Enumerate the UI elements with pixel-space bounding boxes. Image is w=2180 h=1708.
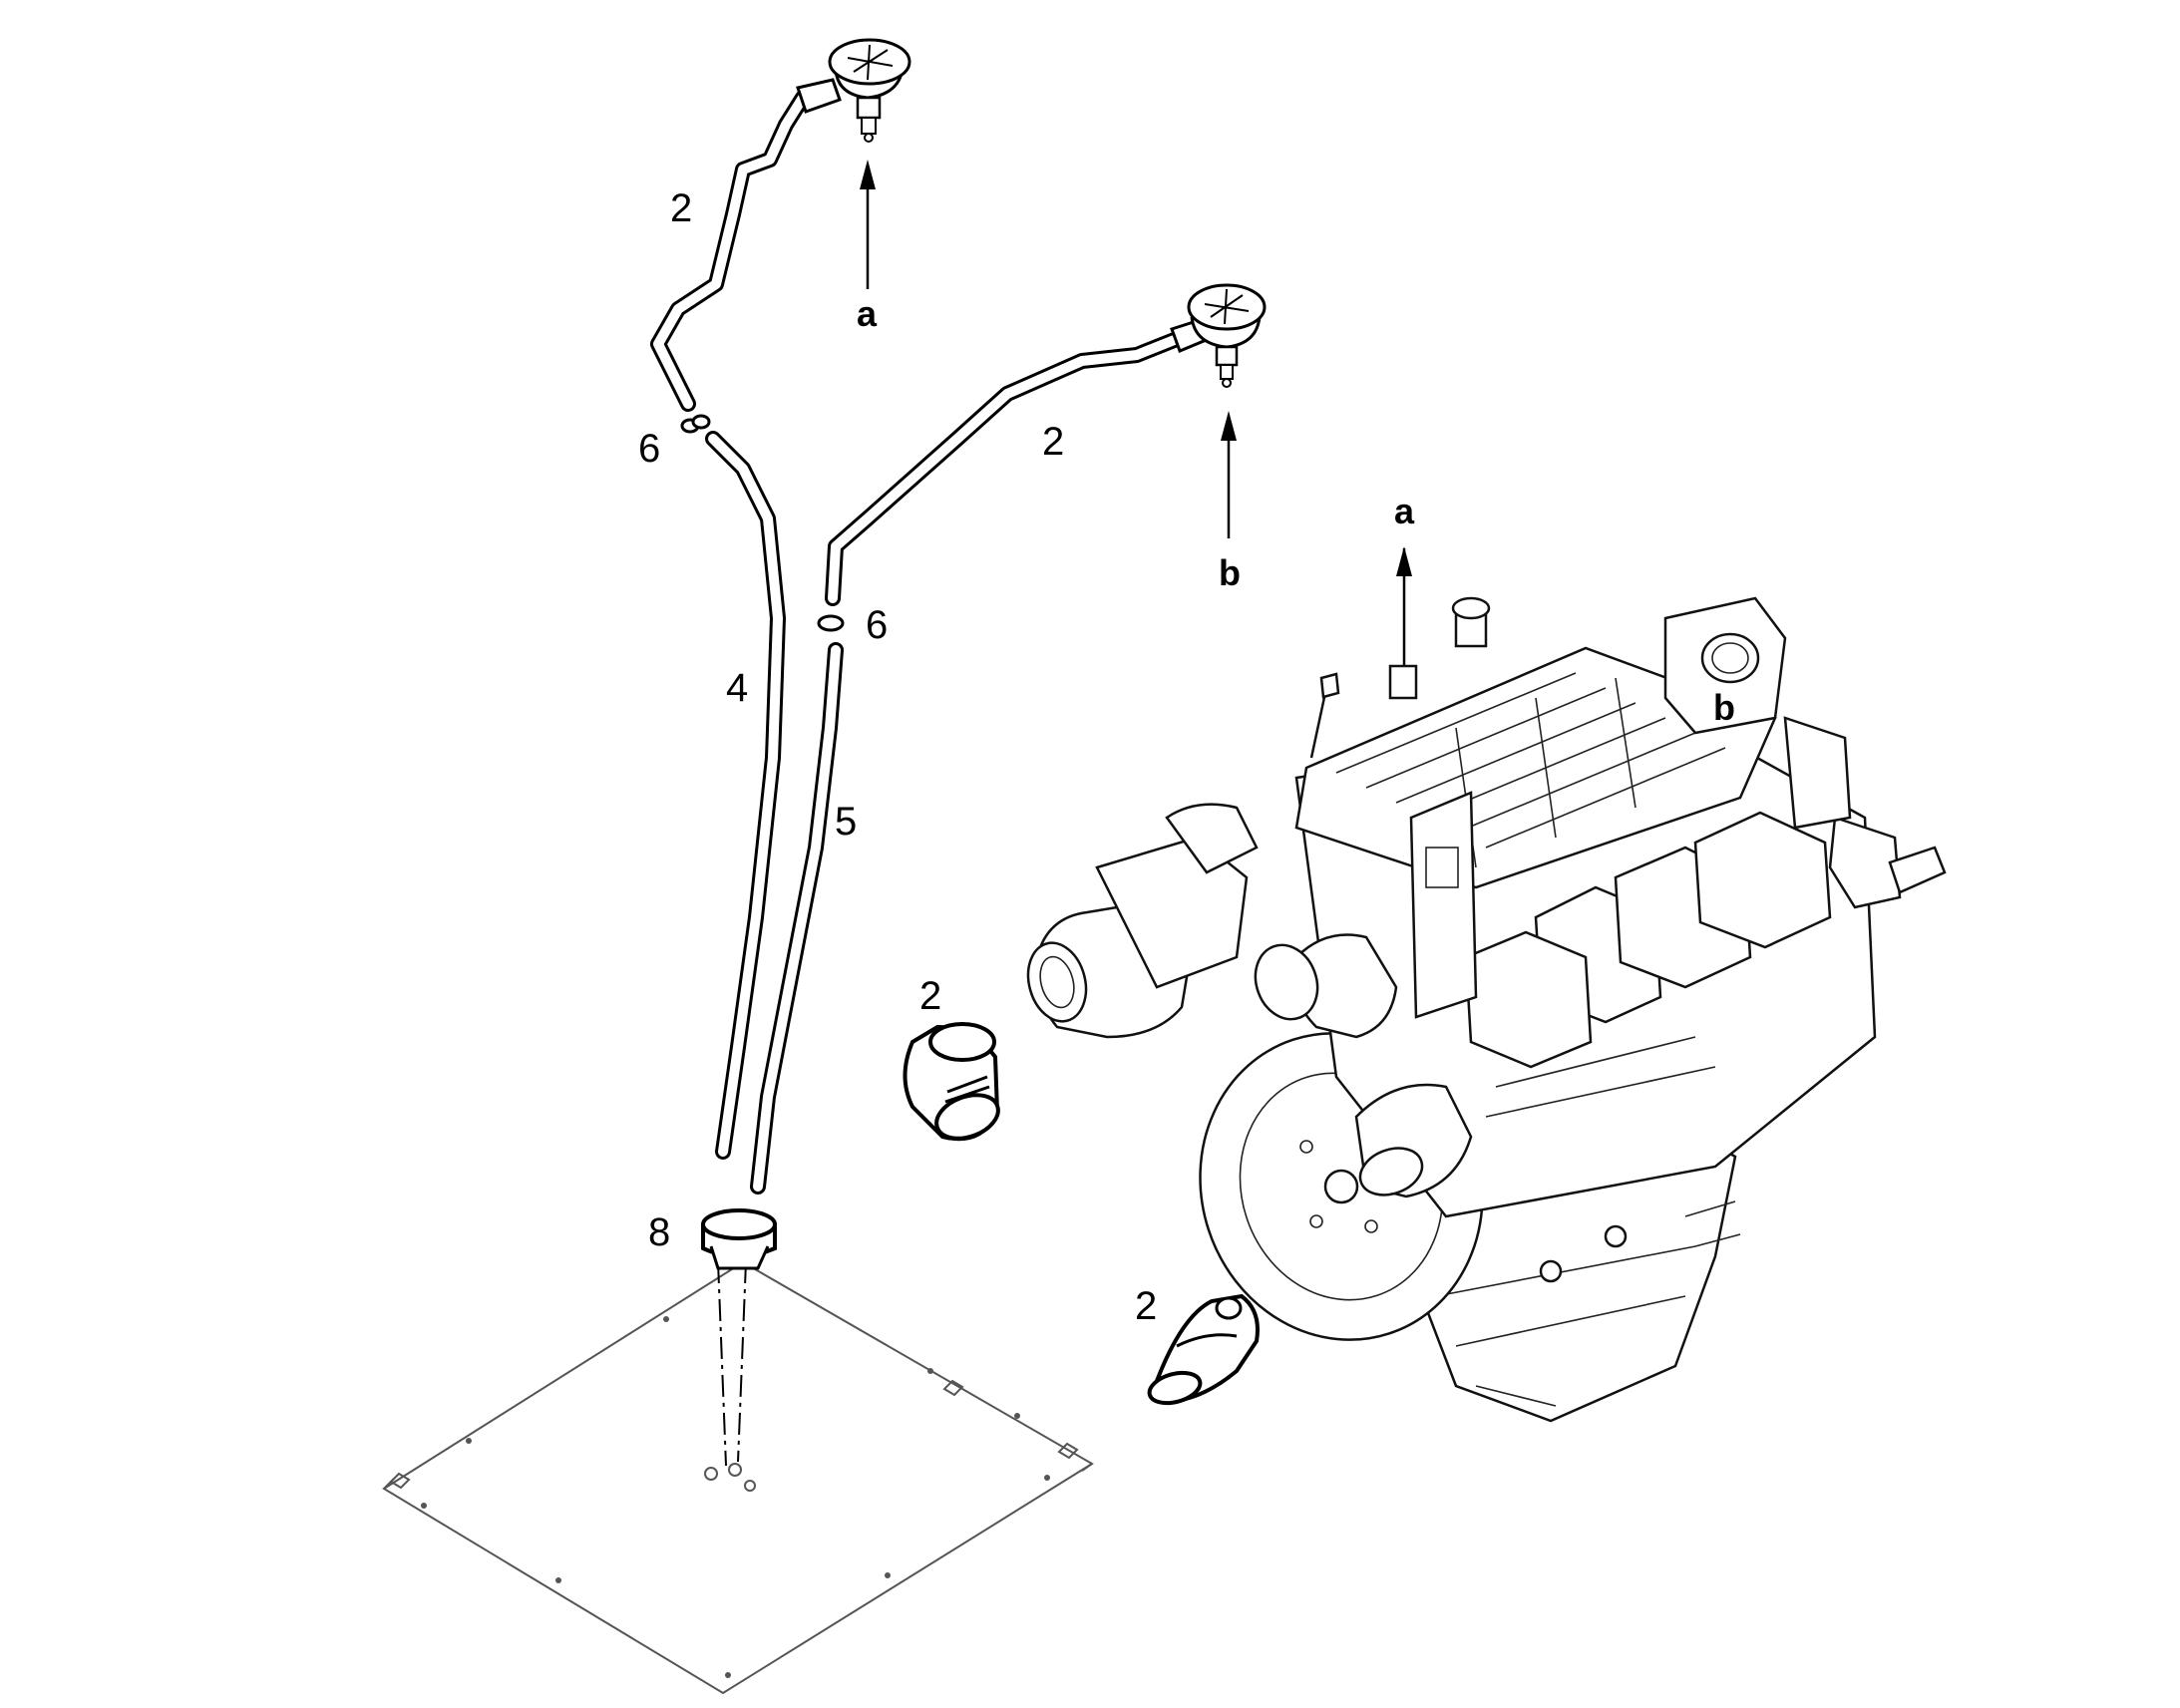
elbow-fitting-left [903, 1022, 1000, 1142]
center-lines [717, 1260, 747, 1467]
arrow-b-top [1221, 411, 1237, 538]
hose-2-top [650, 78, 842, 412]
clamp-6-right [817, 614, 845, 632]
clamp-8 [701, 1208, 777, 1270]
arrow-a-engine [1396, 546, 1412, 666]
ref-a-engine: a [1394, 491, 1415, 531]
hose-4 [705, 431, 786, 1160]
label-part-2-left: 2 [919, 974, 941, 1018]
arrow-a-top [860, 160, 876, 289]
hose-5 [750, 642, 844, 1195]
label-part-8: 8 [648, 1210, 670, 1254]
ref-b-top: b [1219, 552, 1241, 593]
base-plate [382, 1260, 1094, 1695]
label-part-4: 4 [726, 666, 748, 710]
elbow-fitting-bottom [1147, 1293, 1260, 1406]
ref-b-engine: b [1713, 687, 1735, 728]
breather-cap-top [828, 38, 911, 143]
label-part-5: 5 [835, 800, 857, 844]
ref-a-top: a [857, 293, 878, 334]
label-part-6-right: 6 [866, 603, 888, 647]
label-part-6-left: 6 [638, 427, 660, 471]
clamp-6-left [680, 414, 711, 434]
label-part-2-mid: 2 [1042, 420, 1064, 464]
hose-2-mid [825, 319, 1206, 606]
breather-cap-right [1187, 283, 1267, 388]
label-part-2-bottom: 2 [1135, 1284, 1157, 1328]
label-part-2-top: 2 [670, 186, 692, 230]
engine-assembly [1026, 596, 1947, 1423]
